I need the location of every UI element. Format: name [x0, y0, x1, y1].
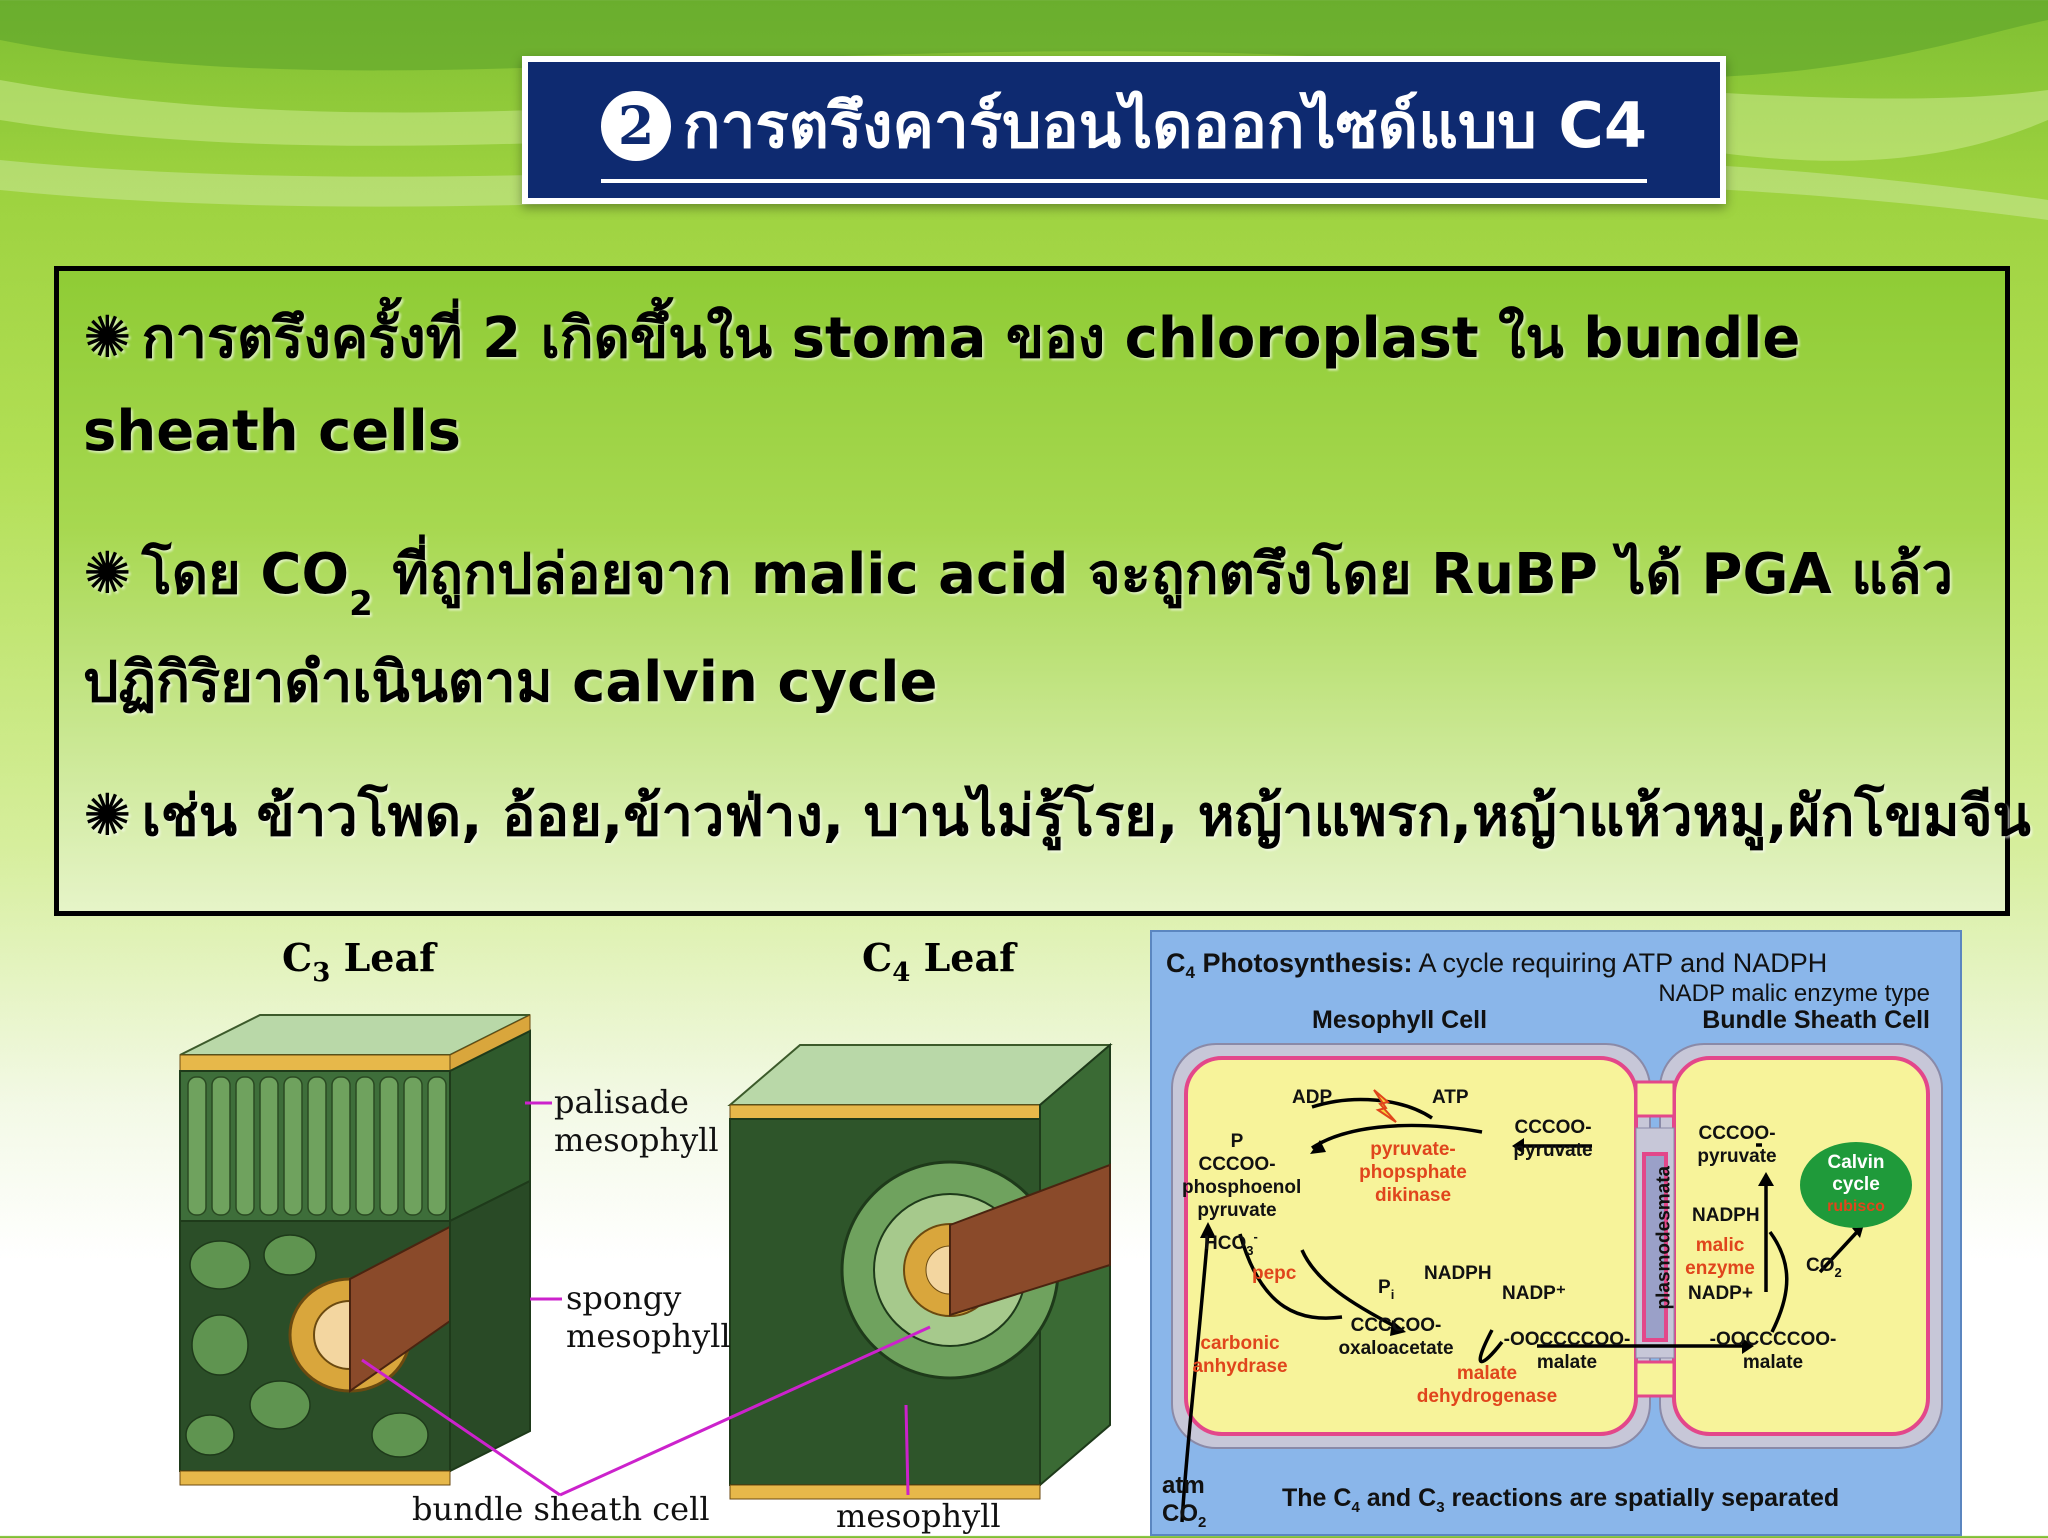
- nadp-bundle-sheath-label: NADP+: [1688, 1283, 1753, 1304]
- c4-footer-caption: The C4 and C3 reactions are spatially se…: [1282, 1484, 1840, 1516]
- bullet-2-pre: โดย CO: [141, 542, 350, 607]
- c4-leaf-label: C4 Leaf: [862, 935, 1016, 988]
- atp-label: ATP: [1432, 1087, 1469, 1108]
- plasmodesmata-label: plasmodesmata: [1653, 1165, 1675, 1310]
- bullet-1-line-1: ✺การตรึงครั้งที่ 2 เกิดขึ้นใน stoma ของ …: [83, 293, 1800, 382]
- star-bullet-icon: ✺: [83, 303, 132, 371]
- pyruvate-bundle-sheath-label: CCCOO-pyruvate: [1697, 1123, 1777, 1167]
- leaf-cross-section-diagram: C3 Leaf C4 Leaf: [150, 935, 1130, 1536]
- bullet-1-line-2: sheath cells: [83, 399, 461, 464]
- bundle-sheath-cell-title: Bundle Sheath Cell: [1702, 1006, 1930, 1034]
- pepc-enzyme-label: pepc: [1252, 1263, 1297, 1284]
- mesophyll-cell-title: Mesophyll Cell: [1312, 1006, 1488, 1034]
- star-bullet-icon: ✺: [83, 781, 132, 849]
- co2-bundle-sheath-label: CO2: [1806, 1255, 1842, 1280]
- pyruvate-mesophyll-label: CCCOO-pyruvate: [1513, 1117, 1593, 1161]
- page-title: การตรึงคาร์บอนไดออกไซด์แบบ C4: [683, 89, 1647, 162]
- c3-leaf-label: C3 Leaf: [282, 935, 436, 988]
- bullet-2-line-1: ✺โดย CO2 ที่ถูกปล่อยจาก malic acid จะถูก…: [83, 529, 1954, 624]
- c4-photosynthesis-diagram: C4 Photosynthesis: A cycle requiring ATP…: [1150, 930, 1962, 1536]
- oxaloacetate-label: CCCCOO-oxaloacetate: [1338, 1315, 1454, 1359]
- leaf-illustration: [179, 1014, 1113, 1500]
- pi-label: Pi: [1378, 1277, 1395, 1302]
- adp-label: ADP: [1292, 1087, 1333, 1108]
- bullet-2-line-2: ปฏิกิริยาดำเนินตาม calvin cycle: [83, 650, 938, 715]
- c4-subtype: NADP malic enzyme type: [1658, 980, 1930, 1007]
- c3-leaf-block: [179, 1014, 531, 1486]
- bullet-2-subscript: 2: [349, 584, 373, 624]
- title-inner: 2 การตรึงคาร์บอนไดออกไซด์แบบ C4: [601, 77, 1647, 183]
- c4-heading: C4 Photosynthesis: A cycle requiring ATP…: [1166, 948, 1828, 982]
- nadph-mesophyll-label: NADPH: [1424, 1263, 1492, 1284]
- bullet-1-text: การตรึงครั้งที่ 2 เกิดขึ้นใน stoma ของ c…: [141, 306, 1801, 371]
- bundle-sheath-cell-label: bundle sheath cell: [412, 1490, 710, 1528]
- malate-mesophyll-label: -OOCCCCOO-malate: [1503, 1329, 1631, 1373]
- nadph-bundle-sheath-label: NADPH: [1692, 1205, 1760, 1226]
- content-box: ✺การตรึงครั้งที่ 2 เกิดขึ้นใน stoma ของ …: [54, 266, 2031, 916]
- bicarbonate-label: HCO3-: [1204, 1229, 1258, 1258]
- c4-cells-svg: [1171, 1043, 1943, 1523]
- bullet-2-post: ที่ถูกปล่อยจาก malic acid จะถูกตรึงโดย R…: [372, 542, 1954, 607]
- title-number-badge: 2: [601, 91, 672, 161]
- nadp-mesophyll-label: NADP⁺: [1502, 1283, 1566, 1304]
- malate-bundle-sheath-label: -OOCCCCOO-malate: [1709, 1329, 1837, 1373]
- star-bullet-icon: ✺: [83, 539, 132, 607]
- bullet-3-line-1: ✺เช่น ข้าวโพด, อ้อย,ข้าวฟ่าง, บานไม่รู้โ…: [83, 771, 2031, 860]
- c4-leaf-block: [727, 1042, 1113, 1500]
- mesophyll-label: mesophyll: [836, 1497, 1001, 1535]
- pointer-lines: [361, 1101, 931, 1497]
- title-banner: 2 การตรึงคาร์บอนไดออกไซด์แบบ C4: [522, 56, 1726, 204]
- bullet-3-text: เช่น ข้าวโพด, อ้อย,ข้าวฟ่าง, บานไม่รู้โร…: [141, 784, 2031, 849]
